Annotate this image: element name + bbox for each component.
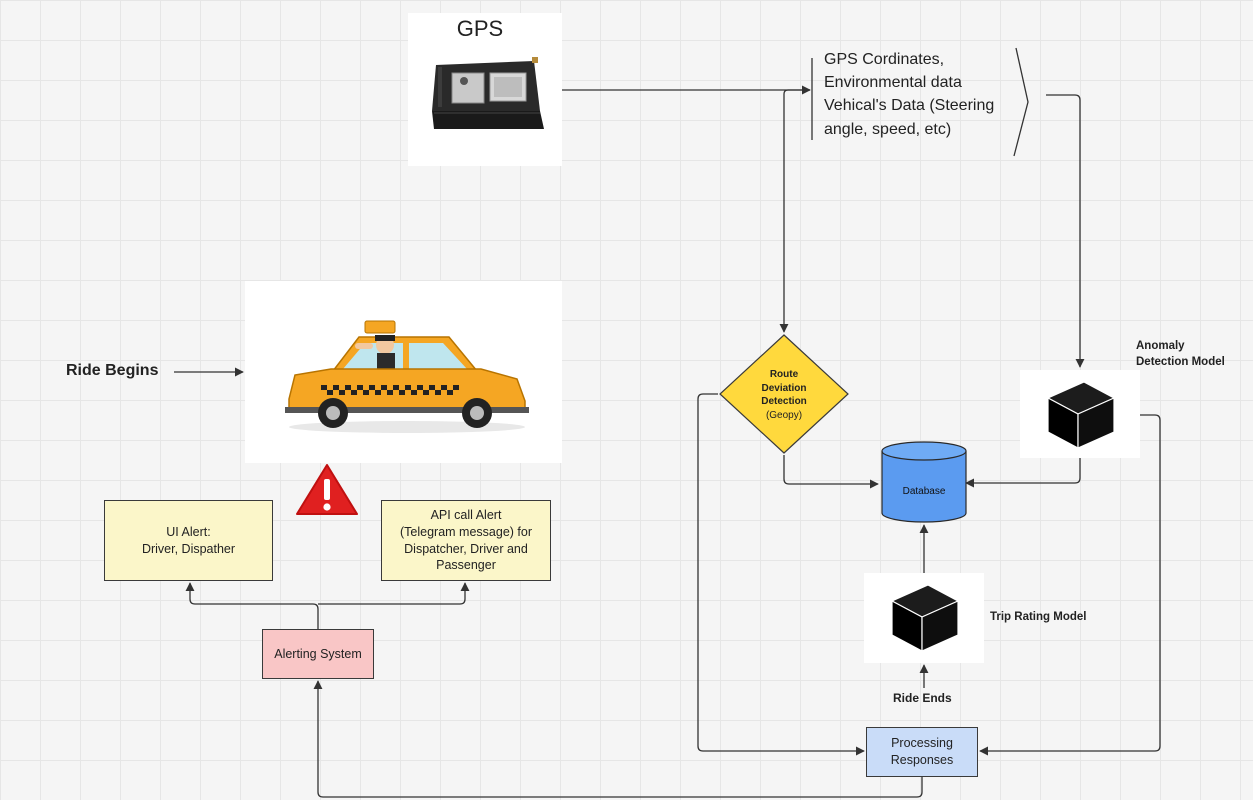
api-alert-box: API call Alert (Telegram message) for Di… [381,500,551,581]
processing-responses-box: Processing Responses [866,727,978,777]
trip-rating-card [864,573,984,663]
arrow-alert-to-ui [185,582,319,629]
anomaly-line: Anomaly [1136,340,1185,352]
anomaly-line: Detection Model [1136,356,1225,369]
processing-line: Responses [890,753,954,767]
gps-module-icon [432,57,544,129]
warning-icon [296,464,358,515]
data-line: Environmental data [824,74,962,92]
data-bracket-right [1013,47,1029,157]
database-icon [881,441,967,523]
ui-alert-box: UI Alert: Driver, Dispather [104,500,273,581]
route-line: Deviation [761,382,807,394]
ride-ends-label: Ride Ends [893,691,952,705]
anomaly-model-card [1020,370,1140,458]
processing-line: Processing [891,736,953,751]
arrow-anomaly-to-db [965,458,1081,488]
black-box-icon [890,584,960,652]
route-deviation-label: Route Deviation Detection (Geopy) [740,366,828,424]
data-line: GPS Cordinates, [824,51,945,68]
route-deviation-diamond [719,334,849,454]
taxi-driver-icon [285,320,529,433]
arrow-anomaly-to-process [979,414,1161,756]
alerting-system-box: Alerting System [262,629,374,679]
trip-rating-label: Trip Rating Model [990,611,1087,623]
arrow-route-to-db [783,455,879,489]
black-box-icon [1046,381,1116,449]
route-line: Route [769,369,799,380]
gps-card: GPS [408,13,562,166]
route-line: Detection [761,396,807,407]
ui-alert-line: Driver, Dispather [141,541,236,556]
anomaly-model-label: Anomaly Detection Model [1136,338,1248,370]
arrow-to-route [779,89,810,333]
arrow-alert-to-api [318,582,470,605]
arrow-to-anomaly [1046,94,1085,368]
arrow-route-to-process [697,393,865,756]
route-sub: (Geopy) [765,409,803,421]
ride-begins-label: Ride Begins [66,362,159,379]
api-alert-line: API call Alert [430,507,502,522]
database-label: Database [902,485,946,497]
ui-alert-line: UI Alert: [166,524,211,539]
api-alert-line: Dispatcher, Driver and [404,541,528,556]
arrow-process-to-alert [313,680,923,798]
data-line: angle, speed, etc) [824,120,952,138]
api-alert-line: Passenger [436,558,496,573]
gps-title: GPS [456,16,504,41]
api-alert-line: (Telegram message) for [400,524,532,539]
taxi-card [245,281,562,463]
data-streams-text: GPS Cordinates, Environmental data Vehic… [824,48,1014,141]
data-line: Vehical's Data (Steering [824,97,995,115]
